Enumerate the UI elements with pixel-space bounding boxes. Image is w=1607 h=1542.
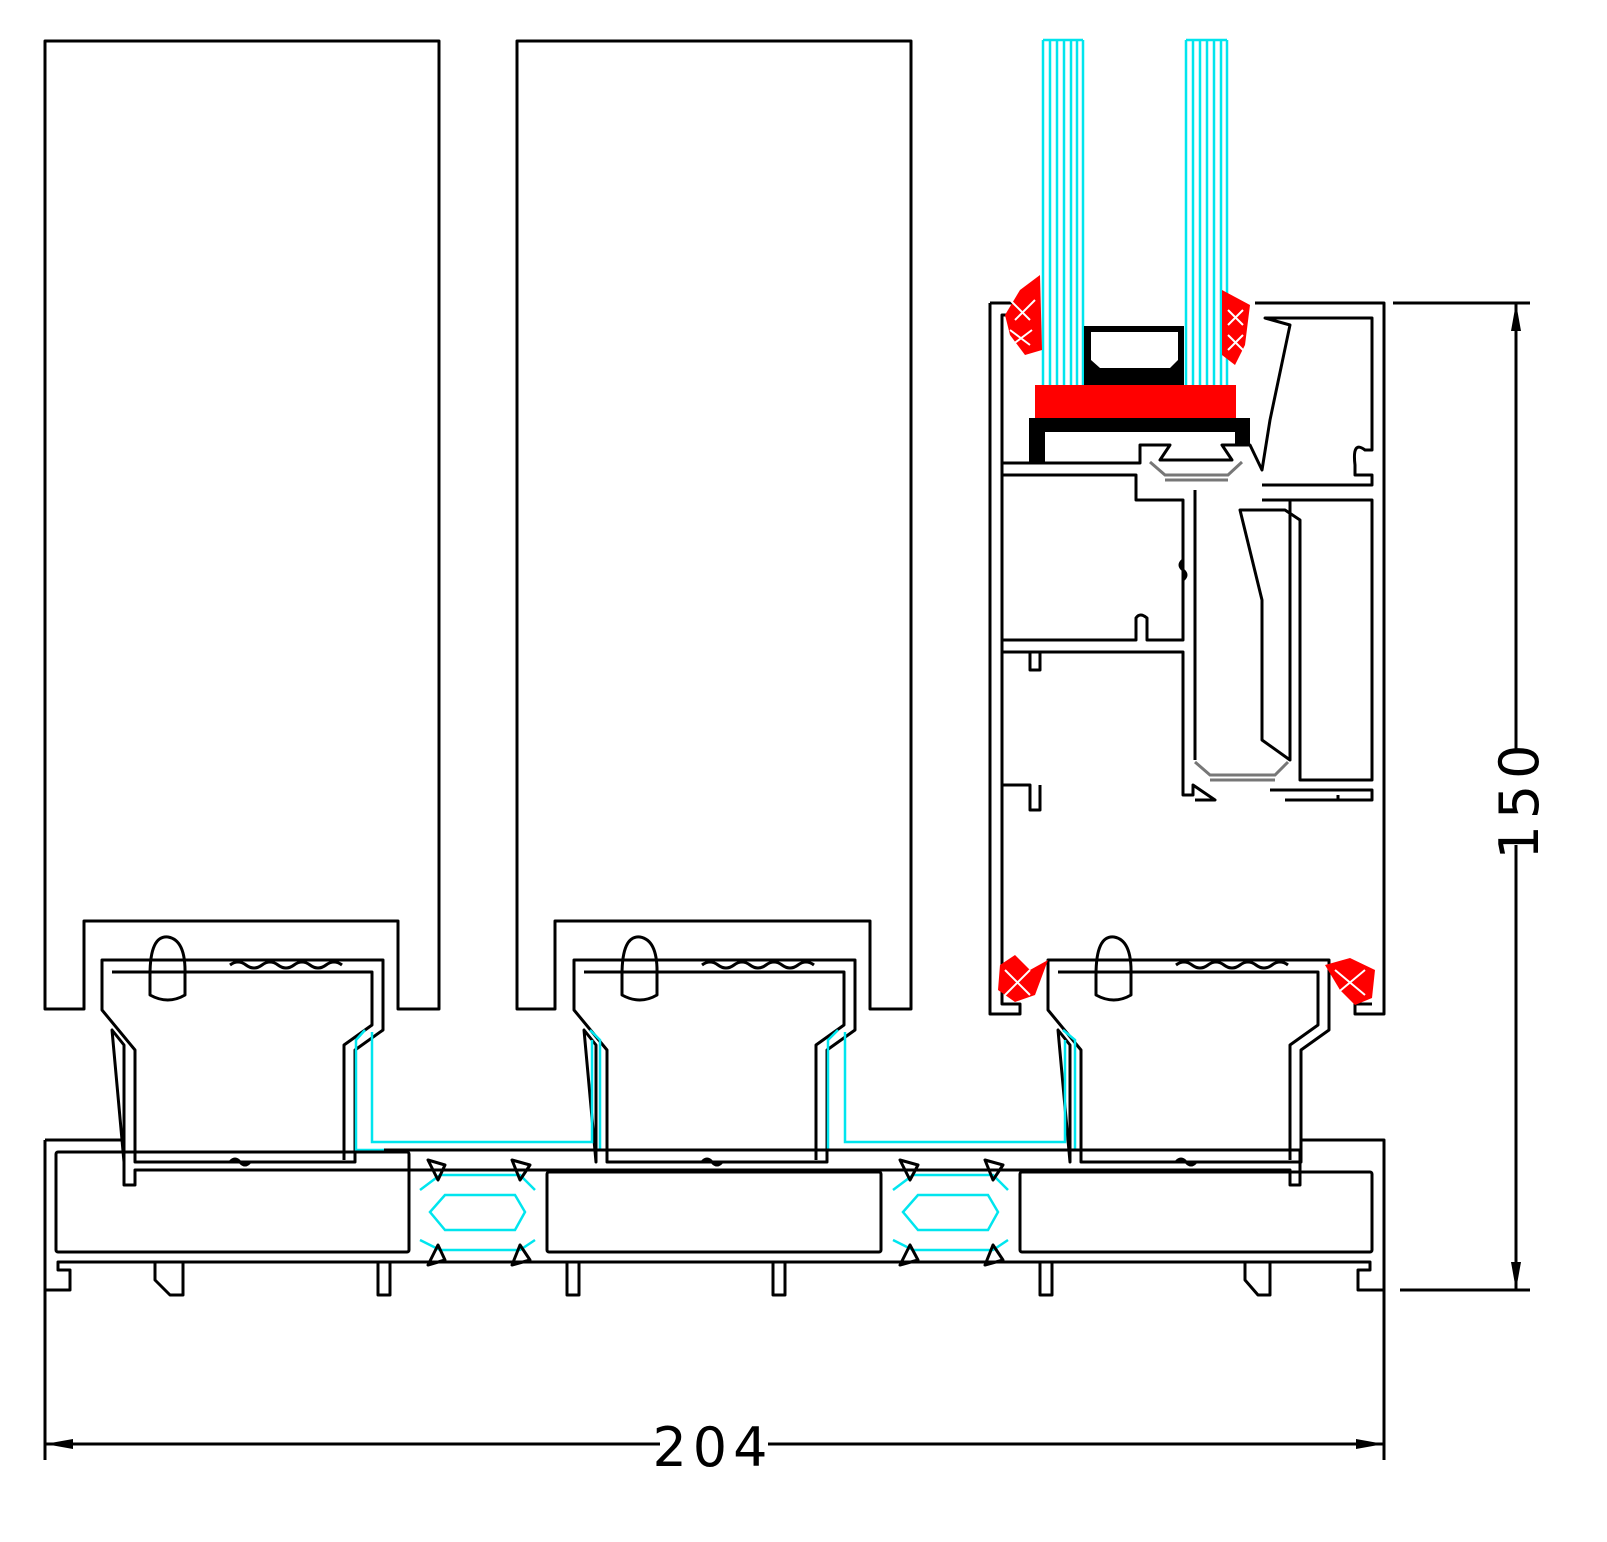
sash-rail-left: [100, 935, 385, 1164]
gasket-hatch: [1004, 299, 1366, 996]
sash-rail-right: [1046, 935, 1331, 1164]
sliding-panel-left: [43, 39, 441, 1011]
interlock-channel-right: [826, 1029, 1077, 1152]
glass-pane-outer: [1041, 38, 1085, 385]
thermal-break-left: [419, 1158, 536, 1267]
gasket-glazing-right: [1222, 290, 1250, 365]
glazing-bead-black: [1029, 418, 1250, 463]
frame-spacer-bar-top: [1149, 460, 1244, 482]
sash-rail-middle: [572, 935, 857, 1164]
sliding-panel-middle: [515, 39, 913, 1011]
gasket-glazing-left: [1005, 275, 1042, 355]
frame-spacer-bar-bottom: [1194, 760, 1290, 782]
glazing-block-red: [1035, 385, 1236, 418]
dimension-width-label: 204: [652, 1416, 773, 1479]
dimension-width: [43, 1290, 1386, 1460]
base-track: [43, 1138, 1386, 1297]
dimension-height: [1393, 301, 1530, 1292]
glass-spacer: [1084, 326, 1184, 385]
thermal-break-right: [892, 1158, 1009, 1267]
interlock-channel-left: [354, 1029, 602, 1152]
fixed-frame: [988, 301, 1386, 1016]
glass-pane-inner: [1184, 38, 1229, 385]
dimension-height-label: 150: [1488, 738, 1551, 859]
